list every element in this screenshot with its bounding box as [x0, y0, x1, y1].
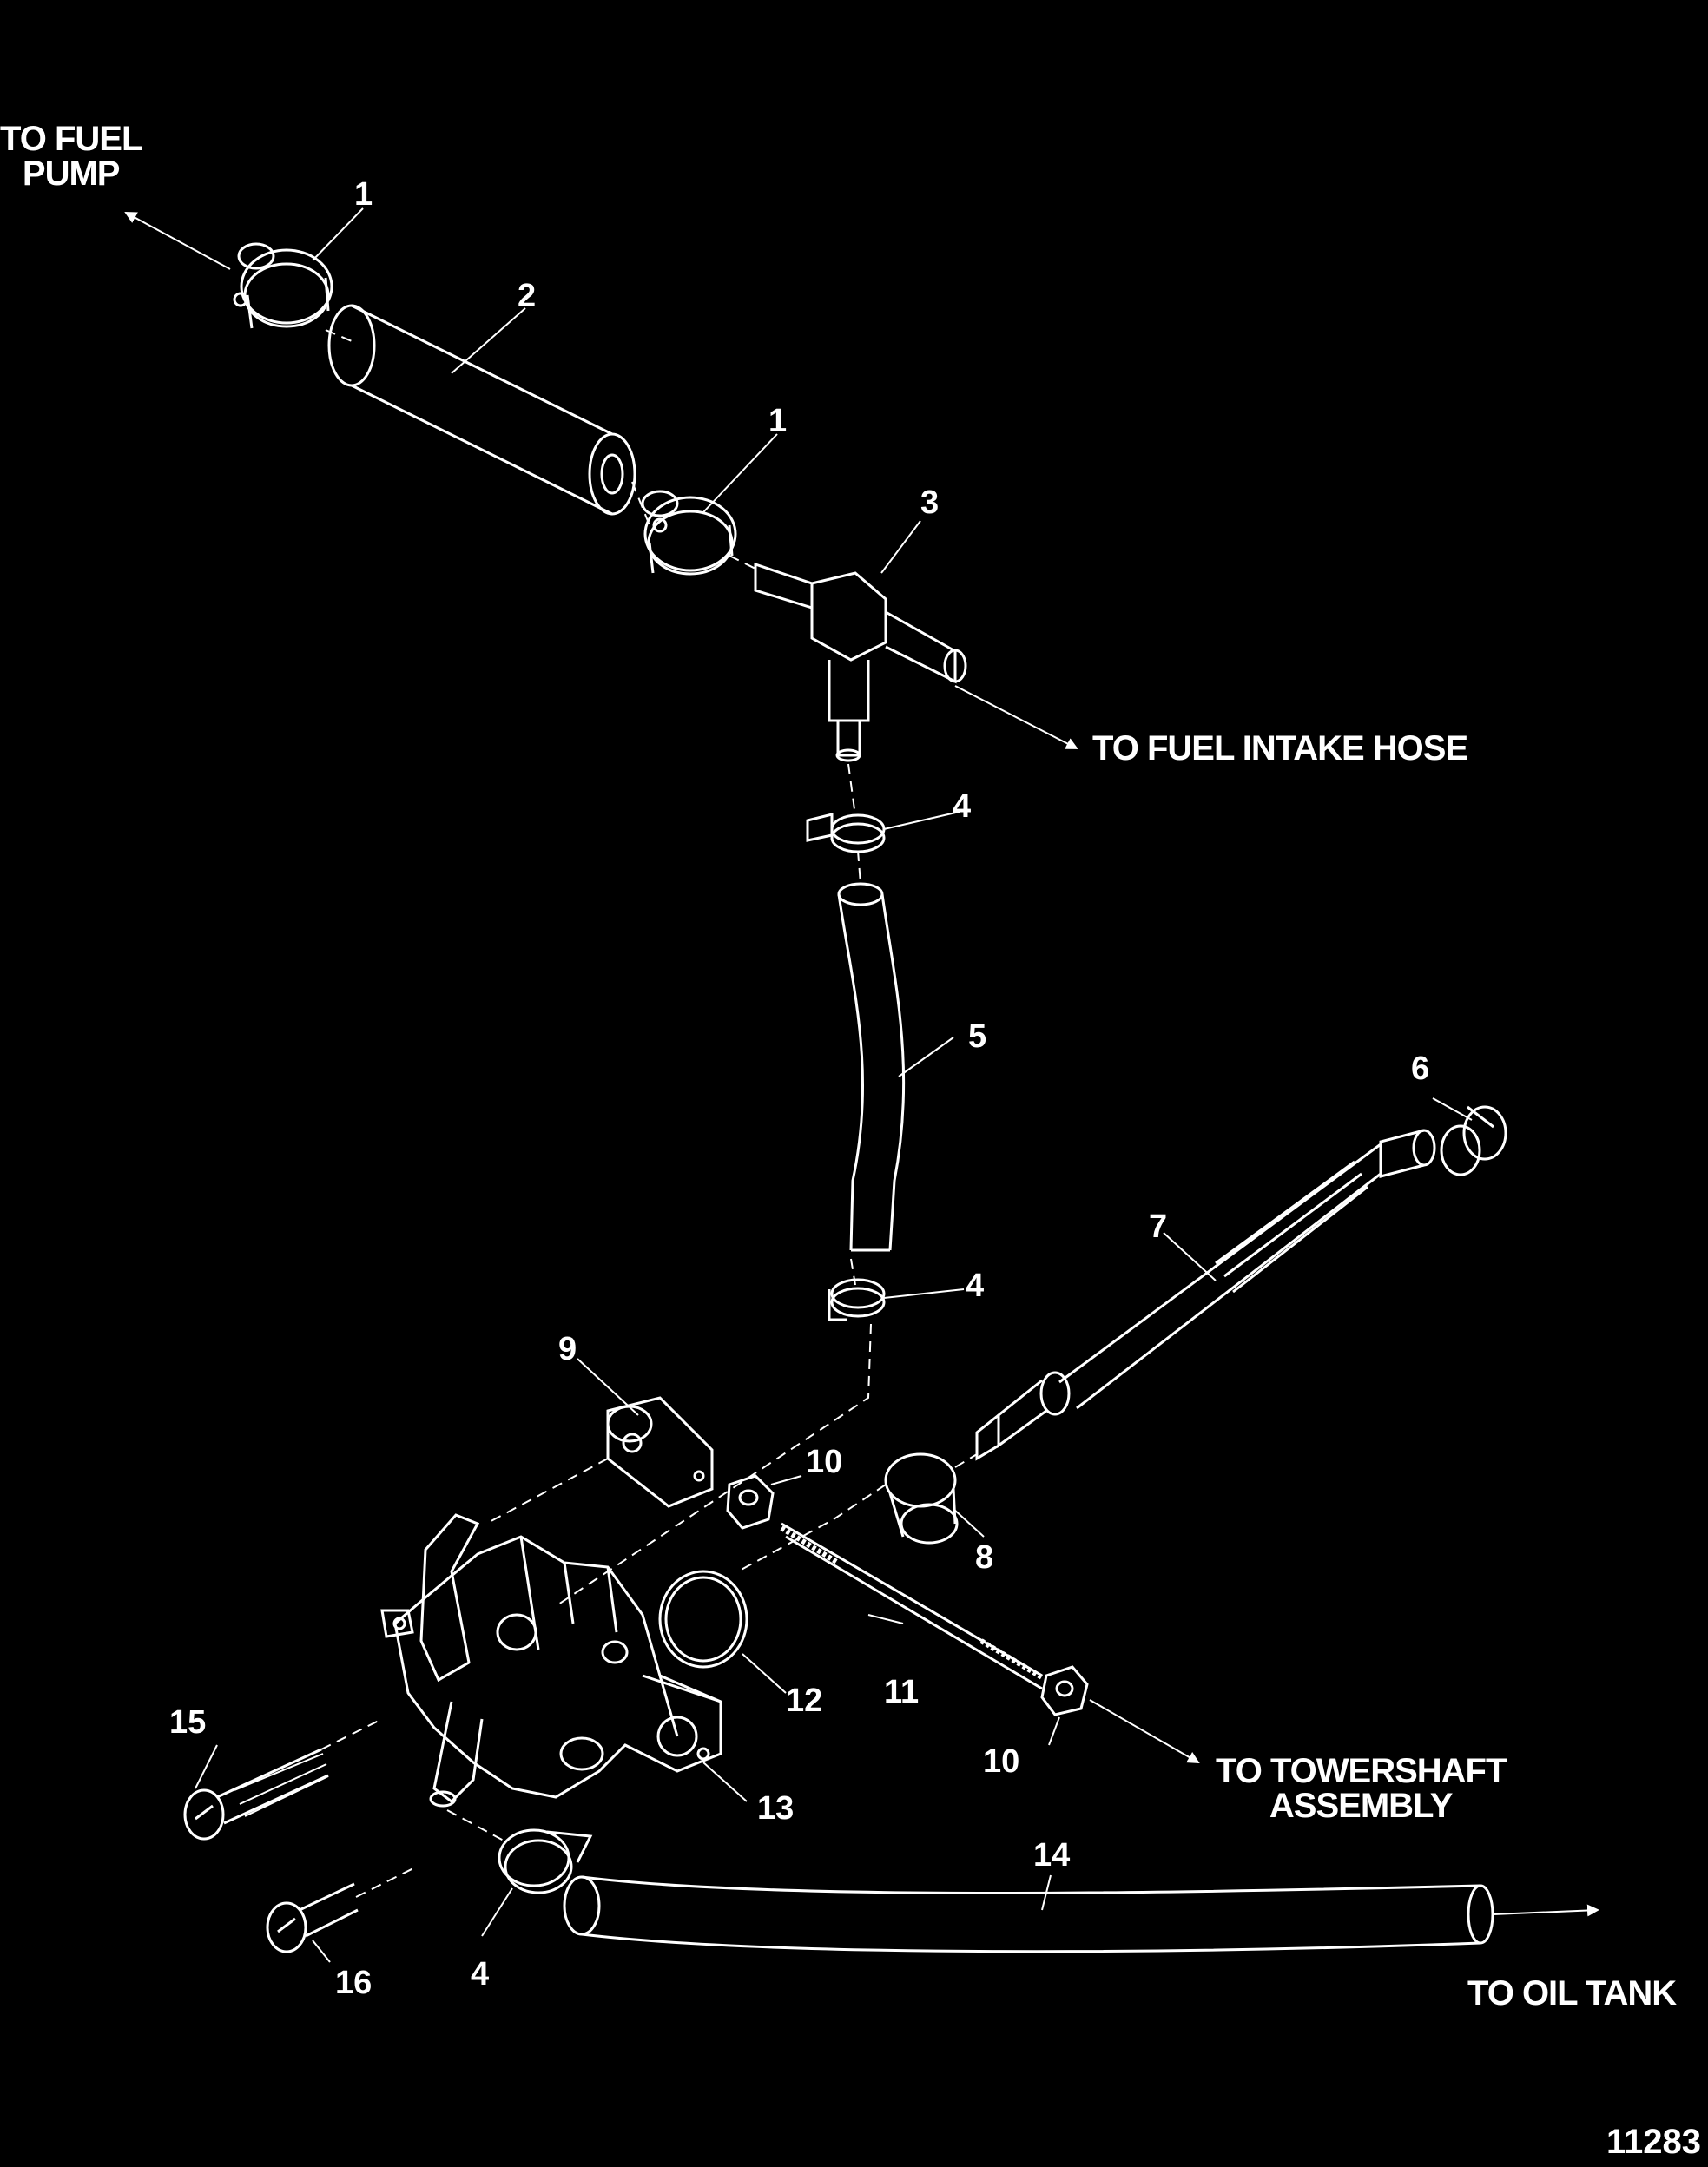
callout-screw-long: 15 [169, 1704, 207, 1741]
leader-lines [195, 207, 1473, 1963]
bushing-top [1440, 1105, 1507, 1176]
small-clamp-bottom [498, 1828, 593, 1894]
o-ring [658, 1570, 748, 1669]
small-clamp-lower [828, 1278, 886, 1321]
small-clamp-upper [806, 813, 886, 853]
callout-pump-body: 13 [757, 1790, 795, 1827]
callout-tee-fitting: 3 [920, 484, 940, 521]
tee-fitting [754, 562, 967, 762]
callout-bushing-top: 6 [1411, 1051, 1430, 1087]
callout-curved-hose: 5 [968, 1018, 987, 1055]
hose-clamp-top [233, 242, 333, 329]
assembly-lines [320, 329, 978, 1898]
threaded-stud [780, 1522, 1044, 1690]
flow-arrows [124, 212, 1599, 1917]
oil-pump-shaft [975, 1129, 1436, 1461]
callout-screw-short: 16 [335, 1965, 373, 2001]
label-to-oil-tank: TO OIL TANK [1467, 1974, 1677, 2012]
callout-small-clamp: 4 [966, 1268, 985, 1304]
oil-pump-body [380, 1513, 722, 1808]
callout-small-clamp: 4 [471, 1956, 490, 1992]
bushing-bottom [884, 1452, 959, 1545]
screw-short [266, 1882, 359, 1953]
label-to-fuel-intake-hose: TO FUEL INTAKE HOSE [1092, 729, 1468, 767]
hose-clamp-middle [641, 490, 737, 576]
figure-id: 11283 [1606, 2123, 1701, 2161]
callout-threaded-stud: 11 [884, 1674, 920, 1710]
label-to-fuel-pump: TO FUEL PUMP [0, 120, 142, 193]
callout-nut: 10 [806, 1444, 843, 1480]
nut-upper [726, 1474, 775, 1530]
nut-lower [1040, 1665, 1089, 1716]
callout-coupler-block: 9 [558, 1331, 577, 1367]
coupler-block [606, 1396, 714, 1508]
callout-pump-shaft: 7 [1149, 1209, 1168, 1245]
callout-small-clamp: 4 [953, 788, 972, 825]
fuel-hose-short [327, 304, 636, 516]
label-to-towershaft: TO TOWERSHAFT ASSEMBLY [1216, 1752, 1507, 1825]
callout-fuel-hose: 2 [518, 278, 537, 314]
callout-bushing-bottom: 8 [975, 1539, 994, 1576]
callout-hose-clamp: 1 [354, 176, 373, 213]
callout-o-ring: 12 [786, 1683, 823, 1719]
fuel-hose-curved [837, 882, 906, 1252]
callout-nut: 10 [983, 1743, 1020, 1780]
screw-long [183, 1748, 329, 1841]
oil-hose [563, 1875, 1494, 1953]
callout-oil-hose: 14 [1033, 1837, 1071, 1874]
callout-hose-clamp: 1 [768, 403, 788, 439]
